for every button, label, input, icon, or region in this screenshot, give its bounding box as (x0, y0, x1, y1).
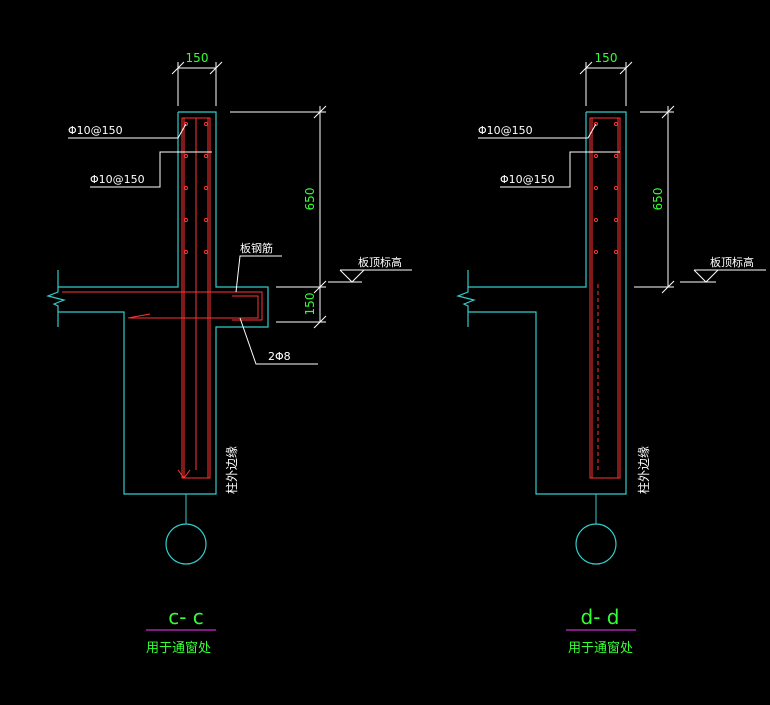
section-d-height-dim-upper: 650 (651, 188, 665, 211)
section-c-height-tick-mid (313, 280, 327, 294)
section-c-width-tick-left (171, 61, 185, 75)
section-d-rebar-label-2: Φ10@150 (500, 173, 555, 186)
section-c-rebar-label-2: Φ10@150 (90, 173, 145, 186)
section-d-axis-bubble (575, 523, 617, 565)
rebar-dot (203, 217, 209, 223)
section-c-title: c- c (168, 605, 204, 629)
section-d-height-tick-top (661, 105, 675, 119)
section-c-slab-top (57, 112, 179, 288)
section-c-slab-bar-top (62, 291, 263, 321)
rebar-dot (203, 185, 209, 191)
section-d-slab-top-label: 板顶标高 (710, 255, 754, 269)
rebar-dot (613, 121, 619, 127)
section-d-edge-label: 柱外边缘 (636, 446, 651, 494)
rebar-dot (183, 217, 189, 223)
section-d: 150 650 板顶标高 Φ10@150 Φ10@150 柱外边缘 d- d 用… (456, 51, 766, 656)
section-c-width-dim: 150 (186, 51, 209, 65)
section-d-leader-2 (500, 151, 620, 188)
rebar-dot (203, 249, 209, 255)
section-c-edge-label: 柱外边缘 (224, 446, 239, 494)
section-c-leader-1 (68, 123, 187, 139)
rebar-dot (593, 153, 599, 159)
section-d-leader-1 (478, 123, 597, 139)
rebar-dot (183, 121, 189, 127)
section-c-bars-label: 2Φ8 (268, 350, 291, 363)
rebar-dot (203, 153, 209, 159)
rebar-dot (613, 249, 619, 255)
rebar-dot (593, 217, 599, 223)
rebar-dot (613, 153, 619, 159)
section-d-title: d- d (581, 605, 620, 629)
section-d-rebar-label-1: Φ10@150 (478, 124, 533, 137)
rebar-dot (203, 121, 209, 127)
section-c-height-dim-upper: 650 (303, 188, 317, 211)
section-d-column-stirrup (589, 117, 621, 479)
section-d-elev-triangle (693, 269, 719, 283)
section-c-slab-bar-bottom (130, 295, 259, 319)
section-c-slab-rebar-label: 板钢筋 (240, 241, 273, 255)
section-c-slab-bar-mid (127, 313, 151, 319)
section-c-axis-bubble (165, 523, 207, 565)
section-d-rebar-dots (593, 121, 619, 255)
section-c-subtitle: 用于通窗处 (146, 640, 211, 656)
section-c-rebar-label-1: Φ10@150 (68, 124, 123, 137)
section-d-width-tick-right (619, 61, 633, 75)
section-c-height-tick-top (313, 105, 327, 119)
section-d-outline (467, 111, 627, 495)
section-c-break-mark (46, 287, 66, 312)
section-d-width-dim: 150 (595, 51, 618, 65)
rebar-dot (593, 121, 599, 127)
section-d-slab-top (467, 112, 587, 288)
section-c-outline (57, 111, 269, 495)
rebar-dot (183, 153, 189, 159)
section-c-height-dim-lower: 150 (303, 293, 317, 316)
rebar-dot (613, 185, 619, 191)
section-c-leader-bars (239, 317, 318, 365)
section-c-bar-hook (177, 469, 191, 479)
rebar-dot (183, 249, 189, 255)
section-d-width-tick-left (579, 61, 593, 75)
section-d-break-mark (456, 287, 476, 312)
rebar-dot (593, 185, 599, 191)
section-d-height-tick-bottom (661, 280, 675, 294)
section-c-leader-slab-bar (235, 255, 282, 293)
section-c-rebar-dots (183, 121, 209, 255)
section-d-subtitle: 用于通窗处 (568, 640, 633, 656)
section-c: 150 650 150 板顶标高 Φ10@150 Φ10@150 板钢筋 2Φ8… (46, 51, 412, 656)
section-c-leader-2 (90, 151, 212, 188)
rebar-dot (593, 249, 599, 255)
rebar-dot (613, 217, 619, 223)
section-c-slab-top-label: 板顶标高 (358, 255, 402, 269)
rebar-dot (183, 185, 189, 191)
section-c-elev-triangle (339, 269, 365, 283)
section-c-width-tick-right (209, 61, 223, 75)
section-c-height-tick-bottom (313, 315, 327, 329)
